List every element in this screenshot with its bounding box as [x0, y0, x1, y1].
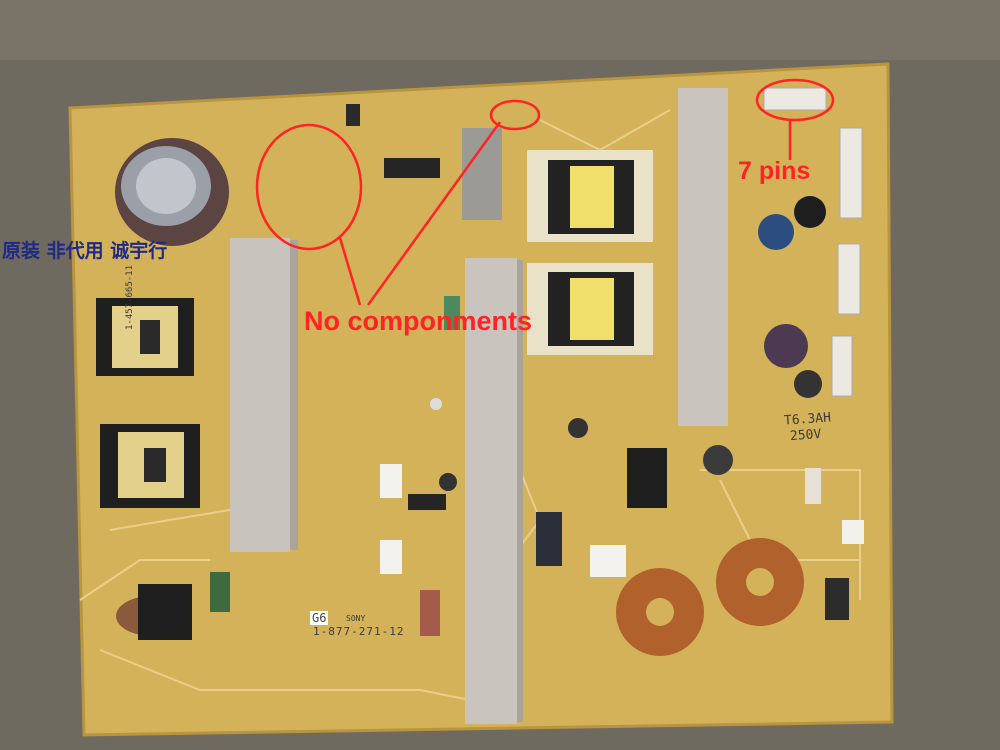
transformer-1: [96, 298, 194, 376]
center-transformer-2: [527, 263, 653, 355]
red-annotations: [255, 78, 835, 306]
heatsink-right: [678, 88, 728, 426]
chinese-watermark-text: 原装 非代用 诚宇行: [2, 240, 168, 262]
annotation-circle-connector: [489, 99, 541, 131]
heatsink-middle: [465, 258, 523, 724]
main-capacitor: [115, 138, 229, 246]
right-capacitors: [703, 196, 826, 475]
annotation-circle-left: [255, 123, 363, 251]
pcb-edge: [68, 62, 894, 737]
annotation-line-1: [338, 237, 362, 306]
annotation-line-2: [366, 121, 502, 306]
no-components-annotation: No componments: [304, 306, 533, 336]
grade-label: G6: [310, 611, 329, 625]
brand-label: SONY: [346, 614, 366, 623]
right-connectors: [763, 87, 863, 397]
center-transformer-1: [527, 150, 653, 242]
annotation-circle-pins: [755, 78, 835, 122]
part-number-label: 1-877-271-12: [313, 625, 405, 638]
misc-components: [138, 104, 864, 640]
seven-pins-annotation: 7 pins: [738, 157, 811, 185]
wall-background: [0, 0, 1000, 60]
fuse-voltage-label: 250V: [789, 426, 822, 445]
heatsink-left: [230, 238, 298, 552]
transformer-2: [100, 424, 200, 508]
transformer-code-label: 1-457-665-11: [125, 264, 135, 330]
